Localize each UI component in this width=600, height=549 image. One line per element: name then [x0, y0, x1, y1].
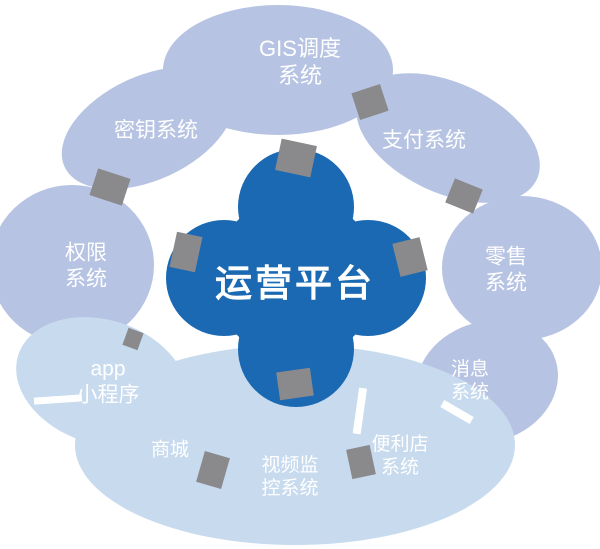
connector-left: [169, 231, 203, 273]
connector-bottom-left: [196, 451, 230, 489]
connector-top-right: [351, 84, 389, 120]
petal-permission: [0, 185, 154, 345]
petal-group: [0, 5, 600, 545]
center-lobe-right: [310, 220, 426, 336]
petal-secret-key: [61, 66, 235, 190]
highlight-slash-message: [440, 400, 474, 424]
connector-bottom-right: [346, 444, 376, 480]
highlight-sliver-store: [352, 387, 368, 435]
highlight-slash-left: [33, 394, 83, 405]
connector-right-upper: [445, 178, 483, 214]
petal-payment: [356, 73, 540, 203]
connector-top: [275, 138, 317, 178]
highlight-group: [33, 387, 474, 435]
connector-bottom: [276, 367, 314, 401]
center-lobe-bottom: [238, 291, 354, 407]
center-lobe-top: [238, 149, 354, 265]
connector-right: [392, 237, 428, 277]
petal-app-mini: [16, 317, 188, 447]
connector-mid-left-small: [122, 327, 144, 351]
connector-upper-left: [89, 168, 131, 206]
connector-group: [89, 84, 483, 489]
petal-retail: [442, 196, 600, 340]
